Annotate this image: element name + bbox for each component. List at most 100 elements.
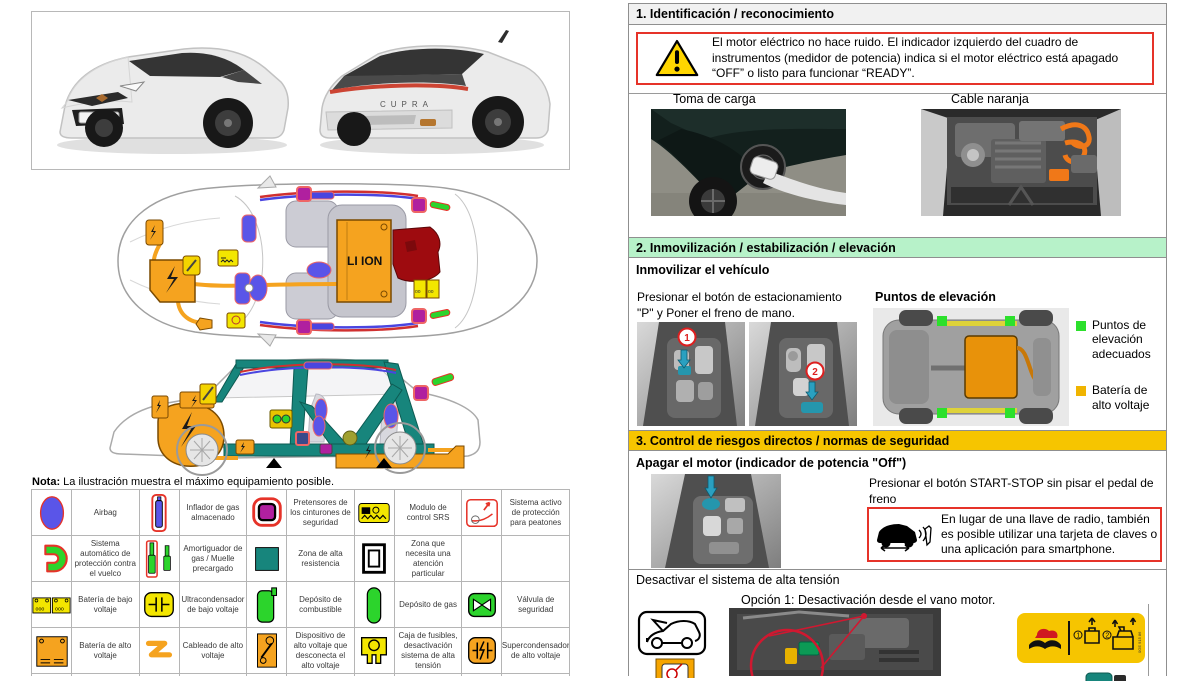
note-line: Nota: La ilustración muestra el máximo e… [32, 476, 334, 488]
high-voltage-supercapacitor-icon [462, 628, 503, 674]
legend-label: Inflador de gas almacenado [179, 490, 248, 536]
lift-point-marker [937, 316, 947, 326]
legend-label: Pretensores de los cinturones de segurid… [287, 490, 355, 536]
deactivate-title: Desactivar el sistema de alta tensión [636, 573, 840, 587]
figure-separator-line [1148, 604, 1149, 676]
partial-orange-icon [140, 674, 180, 676]
rear-brand-text: CUPRA [380, 100, 433, 109]
legend-label [502, 674, 570, 676]
srs-control-module-icon [354, 490, 395, 536]
warning-row: El motor eléctrico no hace ruido. El ind… [629, 26, 1166, 94]
tailgate-strut [431, 373, 455, 386]
svg-text:ooo: ooo [55, 606, 64, 612]
legend-label: Depósito de gas [394, 582, 463, 628]
legend-label: Batería de bajo voltaje [72, 582, 140, 628]
svg-text:2: 2 [1105, 633, 1109, 640]
lift-point-swatch [1076, 321, 1086, 331]
jack-point-markers [266, 458, 392, 468]
partial-dark-icon [355, 674, 395, 676]
stored-gas-inflator-icon [139, 490, 180, 536]
rescue-manual-book [1029, 640, 1061, 649]
keyless-note-text: En lugar de una llave de radio, también … [941, 512, 1158, 556]
legend-label: Zona de alta resistencia [287, 536, 355, 582]
fuel-tank-shape [392, 226, 441, 282]
gas-strut-markers [429, 201, 451, 319]
legend-label [395, 674, 463, 676]
section3-header: 3. Control de riesgos directos / normas … [629, 430, 1166, 451]
console-step2-image: 2 [749, 322, 857, 431]
legend-label [287, 674, 355, 676]
belt-pretensioner-icon [247, 490, 288, 536]
immobilize-instruction: Presionar el botón de estacionamiento "P… [637, 290, 842, 320]
immobilize-subtitle: Inmovilizar el vehículo [636, 263, 770, 277]
legend-label: Zona que necesita una atención particula… [394, 536, 463, 582]
orange-cable-label: Cable naranja [951, 92, 1029, 106]
lift-legend: Puntos de elevación adecuados Batería de… [1076, 318, 1164, 426]
svg-text:1: 1 [1076, 633, 1080, 640]
side-view-diagram [109, 358, 481, 476]
svg-text:oo: oo [428, 289, 434, 295]
console-startstop-image [651, 474, 781, 573]
legend-label: Dispositivo de alto voltaje que desconec… [287, 628, 355, 674]
keyless-note-box: En lugar de una llave de radio, también … [867, 507, 1162, 562]
low-voltage-battery-icon: ooo ooo [32, 582, 72, 628]
note-label: Nota: [32, 476, 61, 488]
open-hood-icon [637, 610, 707, 661]
lift-point-marker [937, 408, 947, 418]
retractor-marker [342, 430, 358, 446]
legend-label: Sistema activo de protección para peaton… [502, 490, 570, 536]
srs-module-marker [226, 312, 246, 329]
engine-disconnect-photo [729, 608, 941, 686]
svg-text:2: 2 [812, 367, 818, 378]
legend-label: Ultracondensador de bajo voltaje [179, 582, 248, 628]
attention-zone-icon [354, 536, 395, 582]
legend-label [502, 536, 570, 582]
lift-point-marker [1005, 316, 1015, 326]
note-text: La ilustración muestra el máximo equipam… [60, 476, 335, 488]
legend-label: Batería de alto voltaje [72, 628, 140, 674]
section2-header: 2. Inmovilización / estabilización / ele… [629, 237, 1166, 258]
legend-label: Modulo de control SRS [394, 490, 463, 536]
svg-text:0GE 915 86: 0GE 915 86 [1137, 631, 1142, 653]
warning-box: El motor eléctrico no hace ruido. El ind… [636, 32, 1154, 85]
key-card-icon [877, 523, 932, 552]
rollover-protection-icon [32, 536, 72, 582]
lift-points-title: Puntos de elevación [875, 290, 996, 304]
partial-gray-icon [247, 674, 288, 676]
gas-tank-icon [354, 582, 395, 628]
high-strength-zone-icon [247, 536, 288, 582]
legend-label: Supercondensador de alto voltaje [502, 628, 570, 674]
engine-bay-photo [921, 109, 1121, 221]
lift-legend-item: Batería de alto voltaje [1076, 383, 1164, 412]
vehicle-photos-box: CUPRA [31, 11, 570, 170]
warning-text: El motor eléctrico no hace ruido. El ind… [712, 35, 1119, 81]
low-voltage-ultracapacitor-icon [139, 582, 180, 628]
gas-strut-icon [139, 536, 180, 582]
warning-triangle-icon [655, 39, 699, 77]
liion-label: LI ION [347, 254, 382, 268]
svg-text:ooo: ooo [36, 606, 45, 612]
procedure-panel: 1. Identificación / reconocimiento El mo… [628, 3, 1167, 686]
legend-label: Sistema automático de protección contra … [72, 536, 140, 582]
engine-off-subtitle: Apagar el motor (indicador de potencia "… [636, 456, 907, 470]
legend-empty-cell [462, 674, 503, 676]
partial-orange-icon [32, 674, 72, 676]
startstop-instruction: Presionar el botón START-STOP sin pisar … [869, 476, 1154, 506]
legend-label [180, 674, 248, 676]
service-label-icon [655, 658, 695, 686]
airbag-marker [241, 214, 257, 243]
legend-label [72, 674, 140, 676]
legend-label: Cableado de alto voltaje [179, 628, 248, 674]
legend-label: Caja de fusibles, desactivación sistema … [394, 628, 463, 674]
legend-label: Amortiguador de gas / Muelle precargado [179, 536, 248, 582]
li-ion-battery [336, 219, 392, 303]
svg-text:1: 1 [684, 333, 690, 344]
high-voltage-battery-icon [32, 628, 72, 674]
pedestrian-protection-icon [462, 490, 503, 536]
airbag-marker [306, 261, 332, 279]
lift-point-marker [1005, 408, 1015, 418]
legend-empty-cell [462, 536, 503, 582]
